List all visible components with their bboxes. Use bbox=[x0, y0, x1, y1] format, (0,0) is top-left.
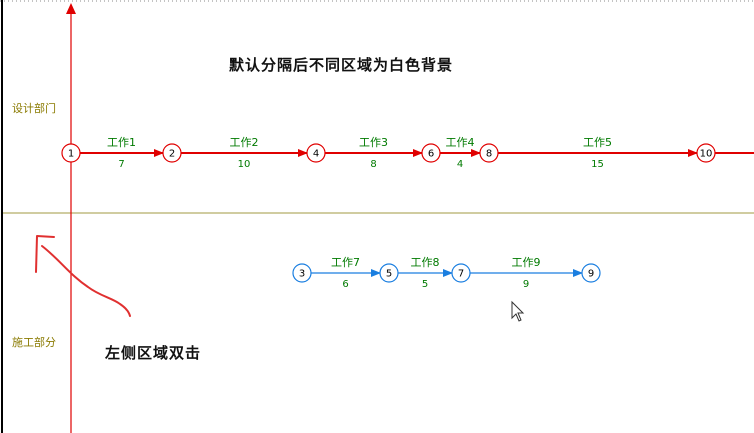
task-name-label: 工作7 bbox=[331, 256, 360, 269]
task-duration-label: 7 bbox=[118, 159, 124, 170]
event-node-number: 6 bbox=[428, 149, 434, 160]
event-node[interactable] bbox=[306, 143, 326, 163]
annotation-text: 左侧区域双击 bbox=[105, 344, 202, 362]
event-node-number: 4 bbox=[313, 149, 319, 160]
event-node-number: 2 bbox=[169, 149, 175, 160]
event-node[interactable] bbox=[379, 263, 399, 283]
event-node-number: 7 bbox=[458, 269, 464, 280]
headline-text: 默认分隔后不同区域为白色背景 bbox=[229, 56, 454, 74]
task-duration-label: 15 bbox=[591, 159, 604, 170]
event-node[interactable] bbox=[162, 143, 182, 163]
axis-arrowhead bbox=[66, 3, 76, 14]
task-name-label: 工作9 bbox=[512, 256, 541, 269]
zone-label-construction: 施工部分 bbox=[12, 336, 56, 349]
event-node-number: 8 bbox=[486, 149, 492, 160]
scribble-annotation bbox=[35, 235, 131, 317]
task-name-label: 工作4 bbox=[446, 136, 475, 149]
zone-label-design: 设计部门 bbox=[12, 102, 56, 115]
event-node-number: 1 bbox=[68, 149, 74, 160]
task-name-label: 工作2 bbox=[230, 136, 259, 149]
event-node[interactable] bbox=[451, 263, 471, 283]
task-name-label: 工作3 bbox=[359, 136, 388, 149]
task-duration-label: 5 bbox=[422, 279, 428, 290]
task-name-label: 工作1 bbox=[107, 136, 136, 149]
mouse-cursor-icon bbox=[511, 300, 525, 322]
event-node[interactable] bbox=[421, 143, 441, 163]
event-node[interactable] bbox=[479, 143, 499, 163]
event-node[interactable] bbox=[581, 263, 601, 283]
event-node-number: 10 bbox=[700, 149, 713, 160]
event-node-number: 9 bbox=[588, 269, 594, 280]
task-duration-label: 9 bbox=[523, 279, 529, 290]
event-node[interactable] bbox=[696, 143, 716, 163]
task-duration-label: 10 bbox=[238, 159, 251, 170]
task-name-label: 工作8 bbox=[411, 256, 440, 269]
event-node-number: 5 bbox=[386, 269, 392, 280]
task-name-label: 工作5 bbox=[583, 136, 612, 149]
event-node[interactable] bbox=[292, 263, 312, 283]
task-duration-label: 4 bbox=[457, 159, 463, 170]
task-duration-label: 8 bbox=[370, 159, 376, 170]
event-node[interactable] bbox=[61, 143, 81, 163]
task-duration-label: 6 bbox=[342, 279, 348, 290]
event-node-number: 3 bbox=[299, 269, 305, 280]
